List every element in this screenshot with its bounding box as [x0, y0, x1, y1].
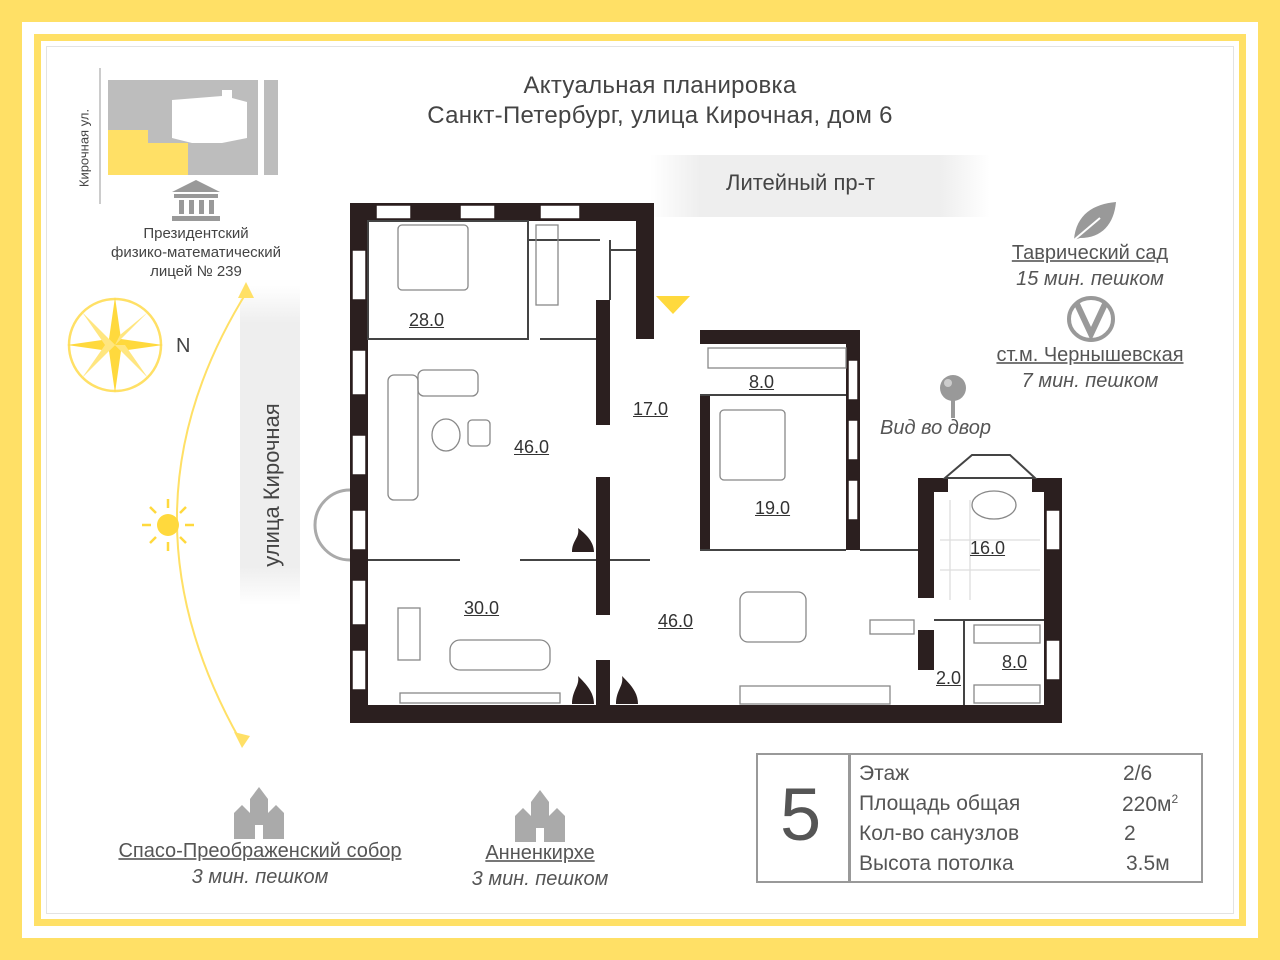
- info-label-area: Площадь общая: [859, 792, 1021, 815]
- school-line1: Президентский: [143, 225, 249, 242]
- room-area-bedroom-1: 28.0: [409, 310, 445, 330]
- poi-metro-name[interactable]: ст.м. Чернышевская: [996, 344, 1184, 366]
- info-value-area: 220м2: [1122, 792, 1179, 816]
- poi-spaso-walk: 3 мин. пешком: [191, 866, 329, 888]
- street-label-top: Литейный пр-т: [726, 170, 875, 195]
- inner-frame: [46, 46, 1234, 914]
- info-value-floor: 2/6: [1123, 762, 1153, 785]
- info-label-floor: Этаж: [859, 762, 910, 785]
- compass-rose-icon: [67, 297, 163, 393]
- info-value-ceiling: 3.5м: [1126, 852, 1170, 875]
- sun-path-arc: [175, 282, 254, 748]
- info-label-bathrooms: Кол-во санузлов: [859, 822, 1020, 845]
- street-band-left: [240, 285, 300, 605]
- metro-icon: [1067, 296, 1115, 342]
- school-line2: физико-математический: [111, 244, 281, 261]
- street-band-top: [650, 155, 990, 217]
- yellow-frame: [34, 34, 1246, 926]
- apartment-number: 5: [780, 773, 822, 856]
- site-map: [99, 68, 278, 204]
- page-title-line1: Актуальная планировка: [523, 72, 797, 99]
- room-area-bathroom-2: 8.0: [1002, 652, 1028, 672]
- room-area-kitchen-dining: 46.0: [658, 611, 694, 631]
- church-icon: [515, 790, 565, 842]
- poi-metro-walk: 7 мин. пешком: [1021, 370, 1159, 392]
- church-icon: [234, 787, 284, 839]
- poi-annenkirche-walk: 3 мин. пешком: [471, 868, 609, 890]
- room-area-study: 30.0: [464, 598, 500, 618]
- wall: [918, 478, 948, 492]
- leaf-icon: [1073, 202, 1116, 241]
- info-label-ceiling: Высота потолка: [859, 852, 1014, 875]
- north-label: N: [176, 335, 191, 357]
- page-title-line2: Санкт-Петербург, улица Кирочная, дом 6: [427, 102, 893, 129]
- wall: [596, 300, 610, 425]
- room-area-bathroom: 16.0: [970, 538, 1006, 558]
- wall: [700, 330, 860, 344]
- poi-tavrichesky-walk: 15 мин. пешком: [1016, 268, 1164, 290]
- poi-annenkirche-name[interactable]: Анненкирхе: [485, 842, 595, 864]
- wall: [1032, 478, 1062, 492]
- school-line3: лицей № 239: [150, 263, 242, 280]
- room-area-living: 46.0: [514, 437, 550, 457]
- sun-icon: [142, 499, 194, 551]
- wall: [918, 478, 934, 598]
- info-value-bathrooms: 2: [1124, 822, 1136, 845]
- wall: [636, 203, 654, 339]
- room-area-wc: 2.0: [936, 668, 962, 688]
- wall: [700, 395, 710, 550]
- room-area-hall: 17.0: [633, 399, 669, 419]
- entrance-marker: [656, 296, 690, 314]
- courtyard-view-label: Вид во двор: [880, 417, 992, 439]
- poi-spaso-name[interactable]: Спасо-Преображенский собор: [118, 840, 402, 862]
- room-area-wardrobe: 8.0: [749, 372, 775, 392]
- classical-building-icon: [172, 180, 220, 221]
- wall: [918, 630, 934, 670]
- poi-tavrichesky-name[interactable]: Таврический сад: [1011, 242, 1169, 264]
- map-pin-icon: [940, 375, 966, 418]
- info-panel-frame: [756, 753, 1203, 883]
- room-area-bedroom-2: 19.0: [755, 498, 791, 518]
- wall: [350, 705, 1062, 723]
- wall: [596, 660, 610, 708]
- wall: [596, 477, 610, 615]
